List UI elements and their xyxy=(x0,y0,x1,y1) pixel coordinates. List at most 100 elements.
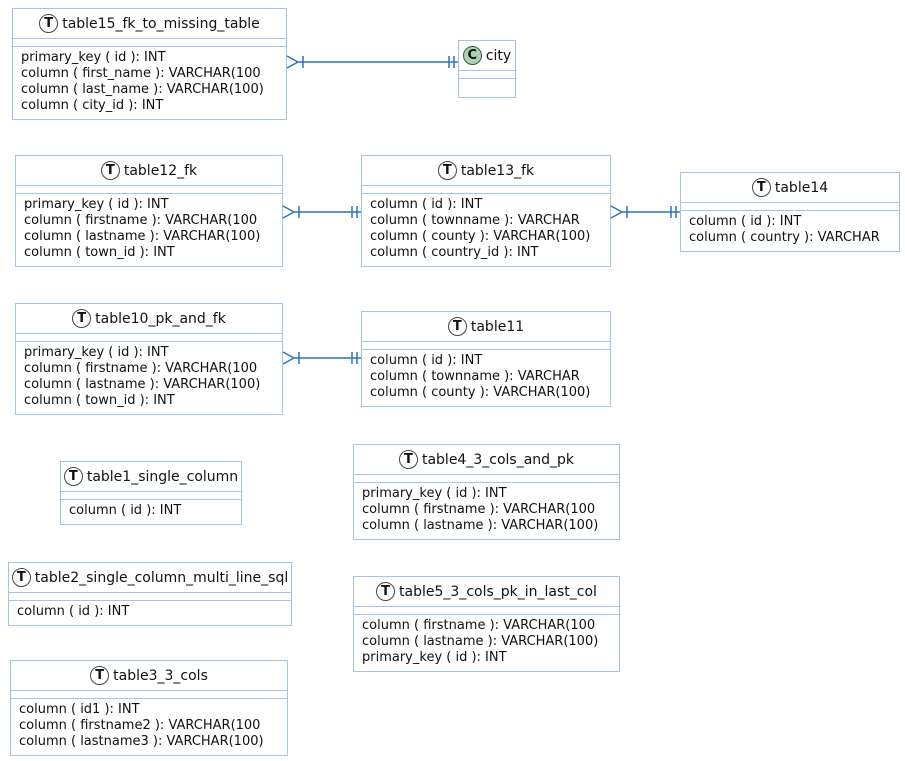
entity-title: table11 xyxy=(470,318,525,335)
entity-title: table1_single_column xyxy=(86,468,239,485)
column-row: column ( townname ): VARCHAR xyxy=(370,369,580,384)
table-icon: T xyxy=(63,467,83,486)
entity-title: city xyxy=(485,47,512,64)
column-row: column ( town_id ): INT xyxy=(24,245,175,260)
column-row: column ( firstname ): VARCHAR(100 xyxy=(24,361,258,376)
table-icon: T xyxy=(437,161,457,180)
entity-separator xyxy=(16,186,282,194)
entity-separator xyxy=(459,71,515,79)
column-row: column ( lastname ): VARCHAR(100) xyxy=(362,634,599,649)
column-row: primary_key ( id ): INT xyxy=(21,50,166,65)
column-row: primary_key ( id ): INT xyxy=(24,197,169,212)
table-icon: T xyxy=(447,317,467,336)
entity-separator xyxy=(362,186,610,194)
table-icon: T xyxy=(376,582,396,601)
column-row: column ( last_name ): VARCHAR(100) xyxy=(21,82,264,97)
column-row: column ( first_name ): VARCHAR(100 xyxy=(21,66,261,81)
table-icon: T xyxy=(100,161,120,180)
column-row: column ( country ): VARCHAR xyxy=(689,230,880,245)
entity-title: table12_fk xyxy=(123,162,198,179)
column-row: column ( town_id ): INT xyxy=(24,393,175,408)
column-row: column ( firstname ): VARCHAR(100 xyxy=(362,618,596,633)
entity-separator xyxy=(354,475,619,483)
table-icon: T xyxy=(11,568,31,587)
column-row: primary_key ( id ): INT xyxy=(362,486,507,501)
column-row: column ( firstname ): VARCHAR(100 xyxy=(24,213,258,228)
relationship-table12_fk-to-table13_fk xyxy=(282,205,361,219)
column-row: column ( country_id ): INT xyxy=(370,245,539,260)
relationship-line xyxy=(286,55,458,69)
column-row: column ( lastname ): VARCHAR(100) xyxy=(362,518,599,533)
entity-columns: column ( id ): INT xyxy=(61,500,241,524)
column-row: primary_key ( id ): INT xyxy=(362,650,507,665)
column-row: column ( firstname2 ): VARCHAR(100 xyxy=(19,718,261,733)
column-row: column ( id ): INT xyxy=(370,197,483,212)
table-icon: T xyxy=(90,666,110,685)
relationship-line xyxy=(282,351,361,365)
entity-title: table10_pk_and_fk xyxy=(95,310,226,327)
relationship-table10_pk_and_fk-to-table11 xyxy=(282,351,361,365)
column-row: column ( lastname ): VARCHAR(100) xyxy=(24,377,261,392)
entity-separator xyxy=(61,492,241,500)
entity-separator xyxy=(16,334,282,342)
class-icon: C xyxy=(462,46,482,65)
column-row: column ( lastname3 ): VARCHAR(100) xyxy=(19,734,264,749)
relationship-line xyxy=(282,205,361,219)
entity-title: table14 xyxy=(774,179,829,196)
table-icon: T xyxy=(751,178,771,197)
column-row: column ( id1 ): INT xyxy=(19,702,140,717)
column-row: column ( firstname ): VARCHAR(100 xyxy=(362,502,596,517)
column-row: column ( lastname ): VARCHAR(100) xyxy=(24,229,261,244)
entity-title: table3_3_cols xyxy=(113,667,208,684)
entity-separator xyxy=(9,593,291,601)
entity-columns xyxy=(459,79,515,97)
table-icon: T xyxy=(72,309,92,328)
table-icon: T xyxy=(39,14,59,33)
column-row: primary_key ( id ): INT xyxy=(24,345,169,360)
entity-title: table5_3_cols_pk_in_last_col xyxy=(399,583,597,600)
entity-separator xyxy=(362,342,610,350)
column-row: column ( id ): INT xyxy=(689,214,802,229)
column-row: column ( id ): INT xyxy=(17,604,130,619)
column-row: column ( id ): INT xyxy=(370,353,483,368)
entity-separator xyxy=(13,39,286,47)
entity-separator xyxy=(354,607,619,615)
column-row: column ( county ): VARCHAR(100) xyxy=(370,229,591,244)
table-icon: T xyxy=(398,450,418,469)
entity-title: table4_3_cols_and_pk xyxy=(421,451,575,468)
column-row: column ( townname ): VARCHAR xyxy=(370,213,580,228)
entity-title: table2_single_column_multi_line_sql xyxy=(34,569,289,586)
